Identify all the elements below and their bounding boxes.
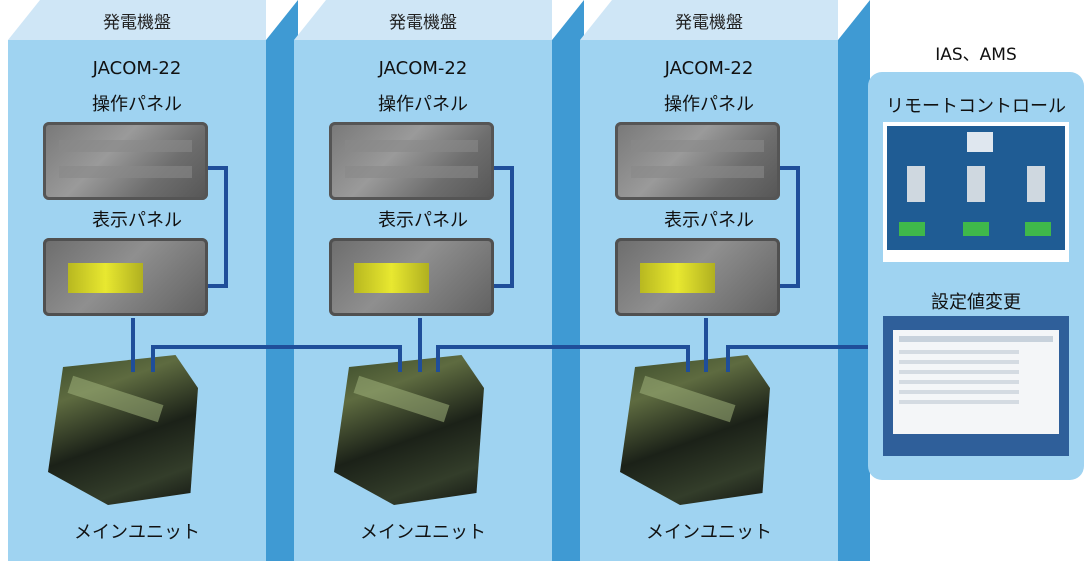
main-unit-image <box>620 355 770 505</box>
remote-control-label: リモートコントロール <box>886 96 1066 117</box>
wire-bus-2-3 <box>436 345 690 372</box>
model-label: JACOM-22 <box>378 58 468 79</box>
wire-op-display-2 <box>494 166 514 288</box>
display-panel-label: 表示パネル <box>664 210 754 231</box>
model-label: JACOM-22 <box>664 58 754 79</box>
wire-op-display-1 <box>208 166 228 288</box>
generator-title: 発電機盤 <box>103 13 171 33</box>
generator-panel-1: 発電機盤 JACOM-22 操作パネル 表示パネル メインユニット <box>8 0 298 561</box>
op-panel-image <box>329 122 494 200</box>
panel-top <box>8 0 266 40</box>
model-label: JACOM-22 <box>92 58 182 79</box>
display-panel-image <box>329 238 494 316</box>
main-unit-image <box>48 355 198 505</box>
panel-top <box>294 0 552 40</box>
display-screen <box>640 263 715 293</box>
setting-change-label: 設定値変更 <box>931 292 1021 313</box>
panel-side <box>266 0 298 561</box>
wire-bus-1-2 <box>151 345 402 372</box>
display-screen <box>354 263 429 293</box>
display-panel-image <box>43 238 208 316</box>
display-panel-label: 表示パネル <box>92 210 182 231</box>
op-panel-label: 操作パネル <box>664 94 754 115</box>
panel-side <box>552 0 584 561</box>
display-screen <box>68 263 143 293</box>
display-panel-image <box>615 238 780 316</box>
main-unit-label: メインユニット <box>360 522 486 543</box>
op-panel-image <box>615 122 780 200</box>
wire-bus-3-ias <box>726 345 868 372</box>
ias-ams-title: IAS、AMS <box>935 45 1017 65</box>
generator-title: 発電機盤 <box>675 13 743 33</box>
generator-panel-3: 発電機盤 JACOM-22 操作パネル 表示パネル メインユニット <box>580 0 870 561</box>
setting-change-screen <box>883 316 1069 456</box>
panel-top <box>580 0 838 40</box>
main-unit-label: メインユニット <box>646 522 772 543</box>
main-unit-image <box>334 355 484 505</box>
main-unit-label: メインユニット <box>74 522 200 543</box>
op-panel-label: 操作パネル <box>378 94 468 115</box>
panel-side <box>838 0 870 561</box>
op-panel-image <box>43 122 208 200</box>
generator-panel-2: 発電機盤 JACOM-22 操作パネル 表示パネル メインユニット <box>294 0 584 561</box>
wire-op-display-3 <box>780 166 800 288</box>
generator-title: 発電機盤 <box>389 13 457 33</box>
remote-control-screen <box>883 122 1069 262</box>
display-panel-label: 表示パネル <box>378 210 468 231</box>
op-panel-label: 操作パネル <box>92 94 182 115</box>
